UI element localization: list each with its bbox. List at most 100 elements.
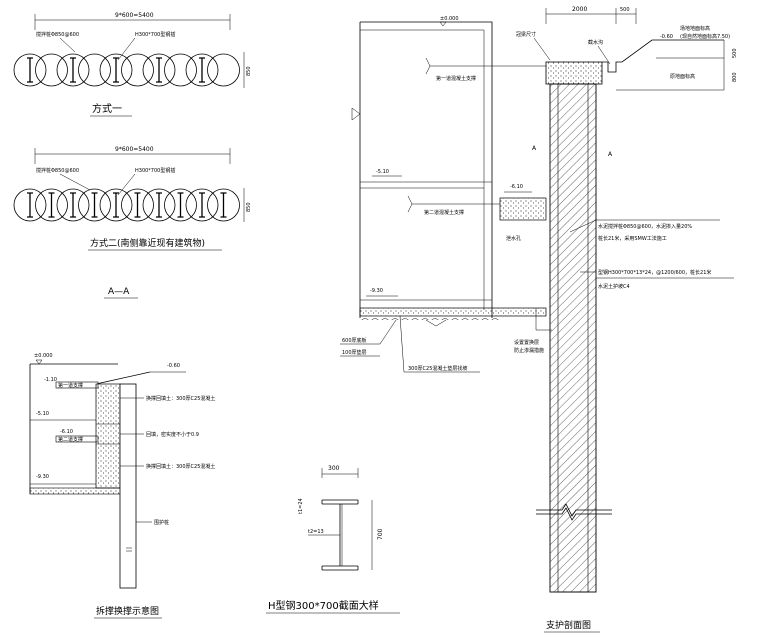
- plan2-span-dim: 9*600=5400: [115, 146, 154, 153]
- sec-drain-hole: 泄水孔: [506, 235, 521, 242]
- swap-level-930: -9.30: [36, 474, 49, 480]
- sec-level-510: -5.10: [376, 169, 389, 175]
- sec-original-ground: 原地面标高: [670, 73, 695, 80]
- swap-level-510: -5.10: [36, 411, 49, 417]
- plan1-pile-row: [13, 53, 240, 87]
- sec-bottom-note: 300厚C25混凝土垫层找坡: [408, 365, 467, 372]
- sec-base-2: 100厚垫层: [342, 349, 367, 356]
- hsteel-t2: t2=13: [308, 529, 324, 535]
- sec-mark-a1: A: [532, 145, 537, 152]
- option2-title: 方式二(南侧靠近现有建筑物): [90, 237, 205, 249]
- h-steel-symbol: [134, 192, 141, 218]
- sec-ditch: 截水沟: [588, 39, 603, 46]
- pile-circle: [207, 53, 240, 87]
- sec-pile-note-1: 水泥搅拌桩Φ850@600，水泥掺入量20%: [598, 223, 692, 230]
- pile-circle: [121, 53, 154, 87]
- swap-level-060: -0.60: [167, 363, 180, 369]
- swap-fill-3: 换撑回填土：300厚C25混凝土: [146, 463, 215, 470]
- h-steel-detail: 300 t1=24 t2=13 700 H型钢300*700截面大样: [266, 465, 400, 614]
- plan1-row-depth: 850: [246, 66, 252, 76]
- h-steel-symbol: [199, 57, 205, 83]
- sec-ground-label: 场地地面标高: [680, 25, 710, 32]
- strut-swap-diagram: ±0.000 -0.60 -1.10 第一道支撑 -5.10 -6.10 第二道…: [29, 353, 215, 619]
- sec-steel-note: 型钢H300*700*13*24，@1200/600，桩长21米: [598, 269, 711, 276]
- pile-circle: [56, 188, 90, 222]
- pile-circle: [13, 188, 47, 222]
- sec-strut-1: 第一道混凝土支撑: [436, 75, 476, 82]
- h-steel-symbol: [113, 57, 119, 83]
- sec-seal-1: 设置置换层: [514, 339, 539, 346]
- hsteel-width: 300: [328, 465, 340, 472]
- pile-circle: [142, 188, 176, 222]
- plan2-steel-label: H300*700型钢插: [135, 167, 175, 174]
- sec-ground-note: (现自然地面标高7.50): [680, 33, 730, 40]
- option1-title: 方式一: [92, 102, 122, 115]
- plan2-pile-row: [13, 188, 240, 222]
- plan1-steel-label: H300*700型钢插: [135, 31, 175, 38]
- sec-seal-2: 防止渗漏措施: [514, 347, 544, 354]
- pile-circle: [35, 53, 68, 87]
- pile-circle: [164, 53, 197, 87]
- hsteel-title: H型钢300*700截面大样: [268, 599, 379, 612]
- sec-mark-a2: A: [608, 151, 613, 158]
- swap-level-110: -1.10: [44, 377, 57, 383]
- pile-circle: [207, 188, 240, 222]
- pile-circle: [99, 188, 133, 222]
- swap-strut-2: 第二道支撑: [58, 436, 83, 443]
- swap-title: 拆撑换撑示意图: [96, 605, 159, 617]
- swap-fill-1: 换撑回填土：300厚C25混凝土: [146, 395, 215, 402]
- plan2-row-depth: 850: [246, 202, 252, 212]
- sec-level-0: ±0.000: [440, 16, 459, 22]
- sec-cap-label: 冠梁尺寸: [516, 31, 536, 38]
- h-steel-symbol: [156, 192, 162, 218]
- sec-dim-500v: 500: [732, 48, 738, 58]
- h-steel-symbol: [220, 192, 227, 218]
- plan2-pile-label: 搅拌桩Φ850@600: [36, 167, 79, 174]
- h-steel-symbol: [91, 192, 98, 218]
- h-steel-symbol: [177, 192, 184, 218]
- pile-circle: [78, 53, 111, 87]
- hsteel-t1: t1=24: [298, 498, 304, 514]
- plan1-pile-label: 搅拌桩Φ850@600: [36, 31, 79, 38]
- pile-circle: [185, 188, 219, 222]
- pile-circle: [56, 53, 90, 87]
- sec-dim-500: 500: [620, 7, 630, 13]
- section-mark-aa: A—A: [108, 287, 130, 297]
- sec-strut-2: 第二道混凝土支撑: [424, 209, 464, 216]
- swap-level-610: -6.10: [60, 429, 73, 435]
- sec-cement-note: 水泥土护坡C4: [598, 283, 630, 290]
- plan-option-1: 9*600=5400 搅拌桩Φ850@600 H300*700型钢插 850 方…: [13, 12, 252, 117]
- sec-level-610: -6.10: [510, 184, 523, 190]
- sec-level-060: -0.60: [660, 34, 673, 40]
- pile-circle: [99, 53, 133, 87]
- h-steel-symbol: [27, 192, 33, 218]
- swap-level-0: ±0.000: [34, 353, 53, 359]
- h-steel-symbol: [70, 192, 76, 218]
- section-title: 支护剖面图: [546, 619, 591, 631]
- h-steel-symbol: [48, 192, 55, 218]
- sec-level-930: -9.30: [370, 288, 383, 294]
- pile-circle: [142, 53, 176, 87]
- pile-circle: [164, 188, 197, 222]
- sec-dim-2000: 2000: [572, 6, 587, 13]
- h-steel-symbol: [27, 57, 33, 83]
- h-steel-symbol: [156, 57, 162, 83]
- h-steel-symbol: [113, 192, 119, 218]
- pile-circle: [185, 53, 219, 87]
- pile-circle: [78, 188, 111, 222]
- sec-dim-800: 800: [732, 72, 738, 82]
- h-steel-symbol: [199, 192, 205, 218]
- hsteel-height: 700: [377, 528, 384, 540]
- pile-circle: [35, 188, 68, 222]
- sec-pile-note-2: 桩长21米，采用SMW工法施工: [598, 235, 667, 242]
- plan-option-2: 9*600=5400 搅拌桩Φ850@600 H300*700型钢插 850 方…: [13, 146, 252, 299]
- support-section: ±0.000 第一道混凝土支撑 第二道混凝土支撑 -5.10 -6.10 -9.…: [340, 6, 738, 633]
- swap-strut-1: 第一道支撑: [58, 382, 83, 389]
- pile-circle: [121, 188, 154, 222]
- h-steel-symbol: [70, 57, 76, 83]
- plan1-span-dim: 9*600=5400: [115, 12, 154, 19]
- swap-fill-2: 回填，密实度不小于0.9: [146, 431, 199, 438]
- swap-guard-pile: 围护桩: [154, 519, 169, 526]
